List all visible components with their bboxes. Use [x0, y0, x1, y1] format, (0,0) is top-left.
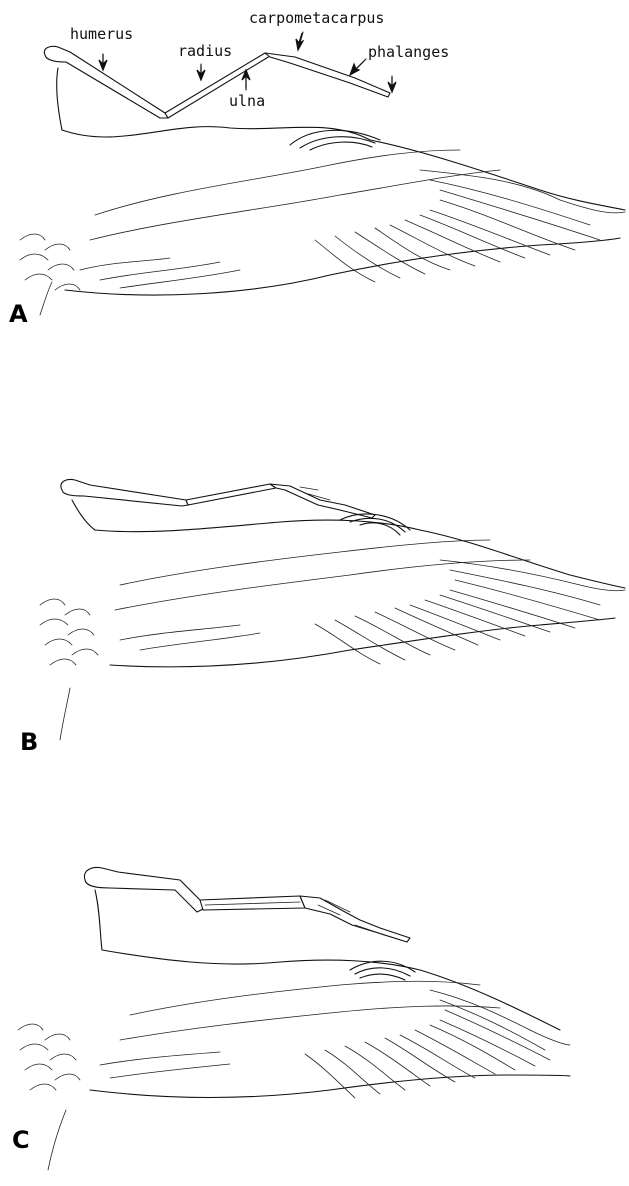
panel-c-arm-outline	[95, 890, 102, 950]
panel-b-arm-outline	[72, 500, 95, 530]
panel-b-hand-bone	[270, 484, 375, 518]
panel-a-humerus-bone	[44, 46, 168, 118]
panel-b: B	[20, 479, 625, 756]
label-radius: radius	[178, 42, 232, 60]
panel-b-label: B	[20, 728, 38, 756]
label-ulna: ulna	[229, 92, 265, 110]
panel-c-skeleton	[84, 868, 410, 951]
panel-c-label: C	[12, 1126, 30, 1154]
panel-c: C	[12, 868, 570, 1171]
panel-b-wing	[40, 514, 625, 667]
panel-c-hand-bone	[300, 896, 410, 942]
panel-a-wing	[20, 127, 625, 295]
panel-a-arm-outline	[57, 68, 62, 130]
label-phalanges: phalanges	[368, 43, 449, 61]
panel-b-humerus-bone	[61, 479, 188, 506]
panel-b-forearm-bone	[186, 484, 276, 505]
panel-c-humerus-bone	[84, 868, 205, 913]
label-humerus: humerus	[70, 25, 133, 43]
panel-c-forearm-bone	[200, 896, 305, 910]
label-carpometacarpus: carpometacarpus	[249, 9, 384, 27]
panel-c-wing	[18, 950, 570, 1098]
panel-a: humerus radius carpometacarpus phalanges…	[9, 9, 625, 328]
panel-a-label: A	[9, 300, 28, 328]
panel-b-skeleton	[61, 479, 375, 530]
